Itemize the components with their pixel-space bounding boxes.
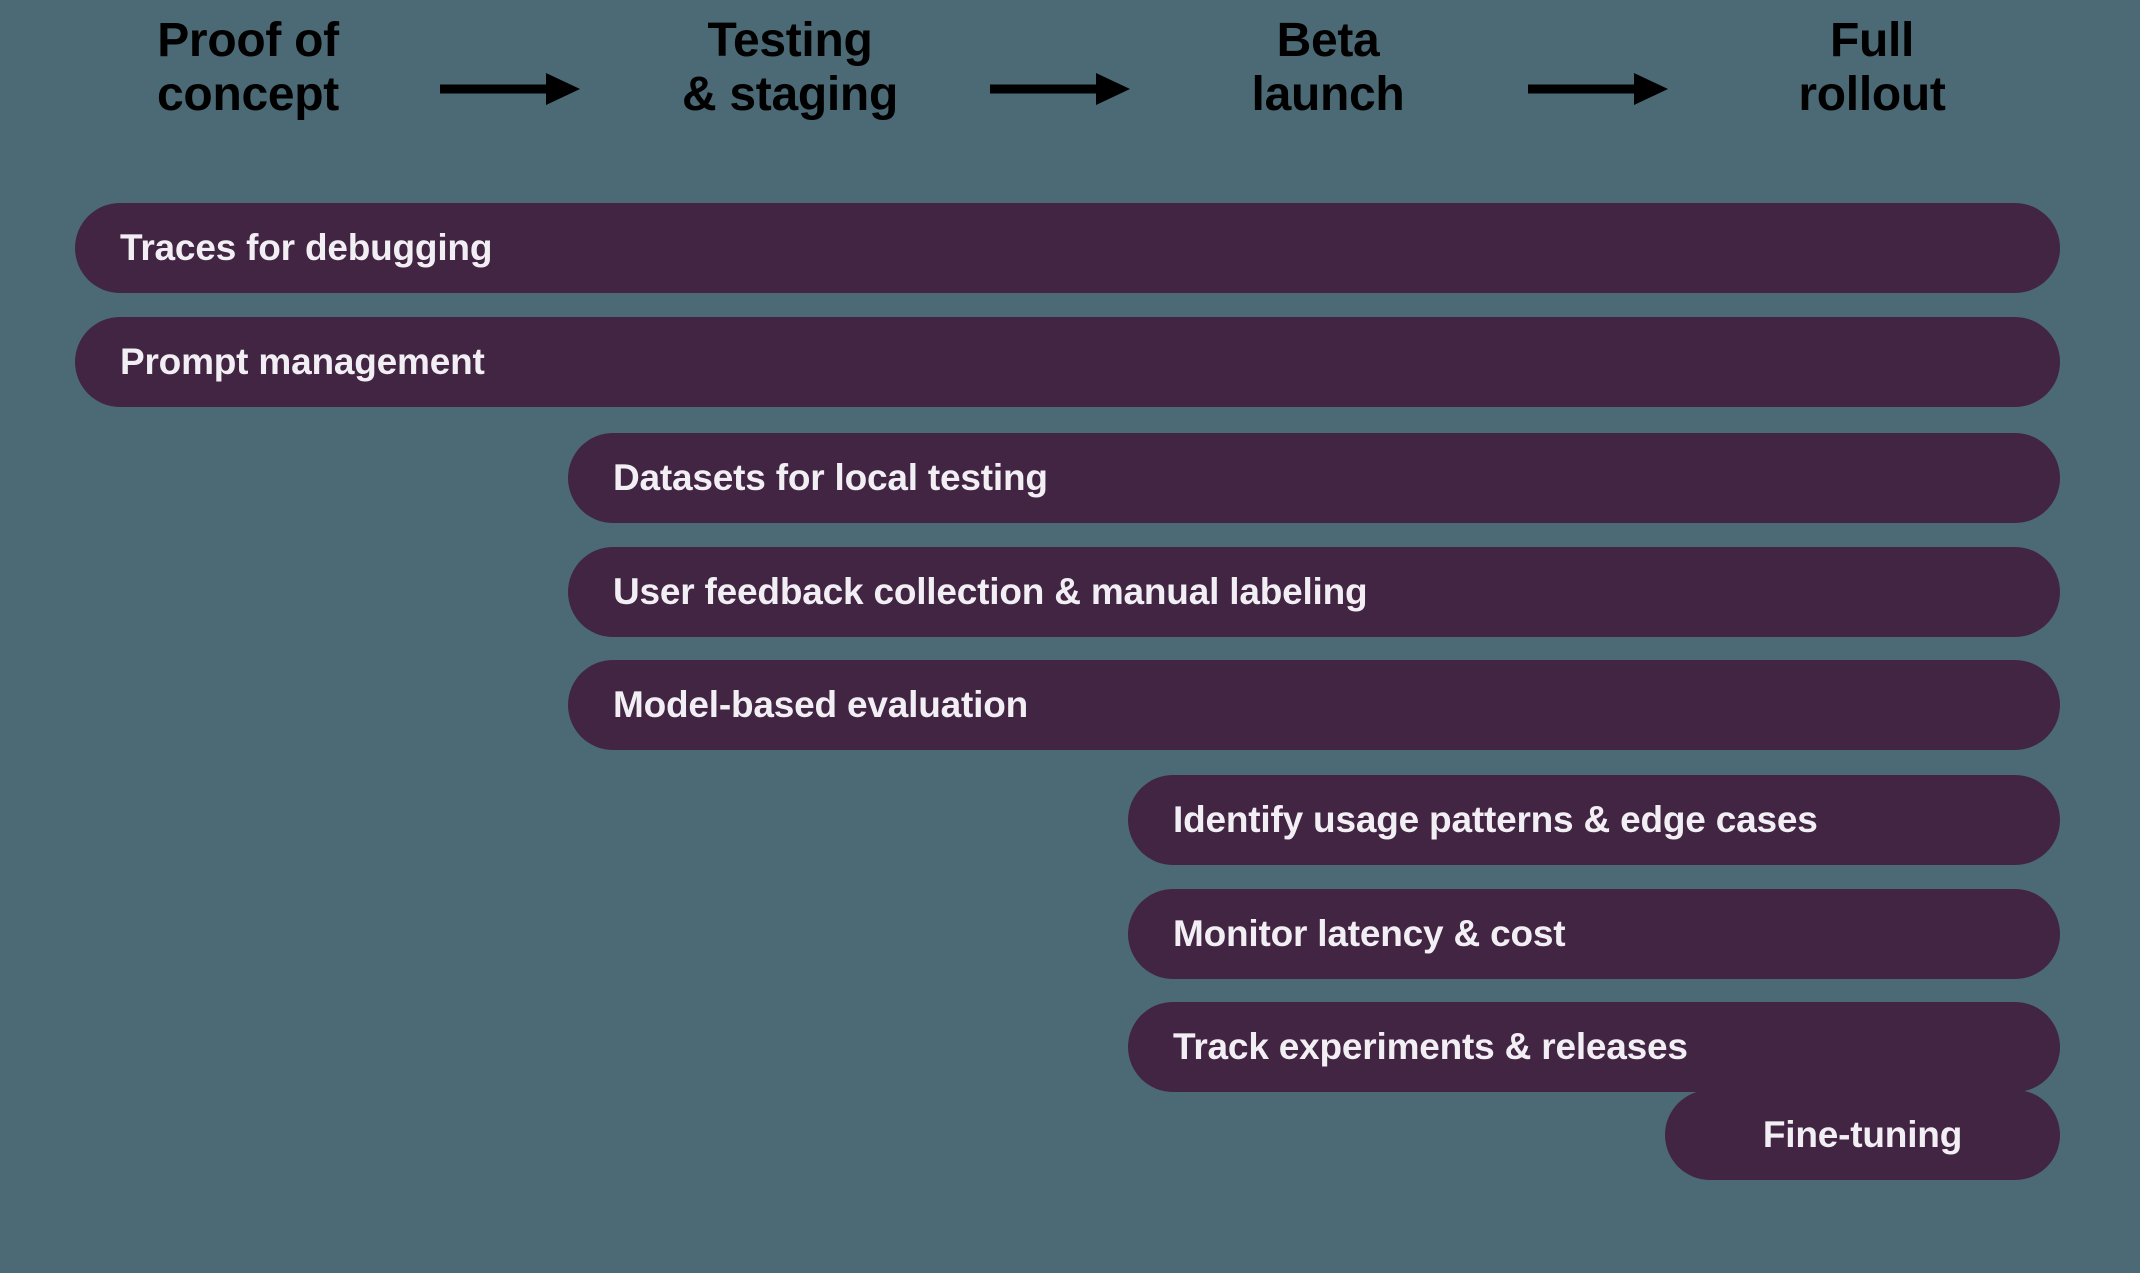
arrow-right-icon-2 <box>990 72 1130 106</box>
capability-bar-label: Monitor latency & cost <box>1173 913 1566 954</box>
capability-bar-user-feedback-collection[interactable]: User feedback collection & manual labeli… <box>568 547 2060 637</box>
stage-header-row: Proof of concept Testing & staging Beta … <box>0 0 2140 160</box>
capability-bar-label: Identify usage patterns & edge cases <box>1173 799 1818 840</box>
capability-bar-model-based-evaluation[interactable]: Model-based evaluation <box>568 660 2060 750</box>
arrow-right-icon-3 <box>1528 72 1668 106</box>
stage-label-testing-and-staging: Testing & staging <box>682 14 898 121</box>
capability-bar-label: Traces for debugging <box>120 227 493 268</box>
capability-bar-label: Prompt management <box>120 341 485 382</box>
capability-bar-label: User feedback collection & manual labeli… <box>613 571 1368 612</box>
capability-bar-track-experiments-and-releases[interactable]: Track experiments & releases <box>1128 1002 2060 1092</box>
capability-bar-traces-for-debugging[interactable]: Traces for debugging <box>75 203 2060 293</box>
stage-label-proof-of-concept: Proof of concept <box>157 14 339 121</box>
capability-bar-identify-usage-patterns[interactable]: Identify usage patterns & edge cases <box>1128 775 2060 865</box>
arrow-right-icon-1 <box>440 72 580 106</box>
capability-bar-label: Model-based evaluation <box>613 684 1029 725</box>
capability-bar-label: Track experiments & releases <box>1173 1026 1688 1067</box>
capability-bar-prompt-management[interactable]: Prompt management <box>75 317 2060 407</box>
capability-bar-label: Fine-tuning <box>1762 1114 1963 1155</box>
capability-bar-monitor-latency-and-cost[interactable]: Monitor latency & cost <box>1128 889 2060 979</box>
stage-label-beta-launch: Beta launch <box>1251 14 1405 121</box>
capability-bar-fine-tuning[interactable]: Fine-tuning <box>1665 1090 2060 1180</box>
stage-label-full-rollout: Full rollout <box>1798 14 1946 121</box>
capability-bar-datasets-for-local-testing[interactable]: Datasets for local testing <box>568 433 2060 523</box>
capability-bar-label: Datasets for local testing <box>613 457 1048 498</box>
